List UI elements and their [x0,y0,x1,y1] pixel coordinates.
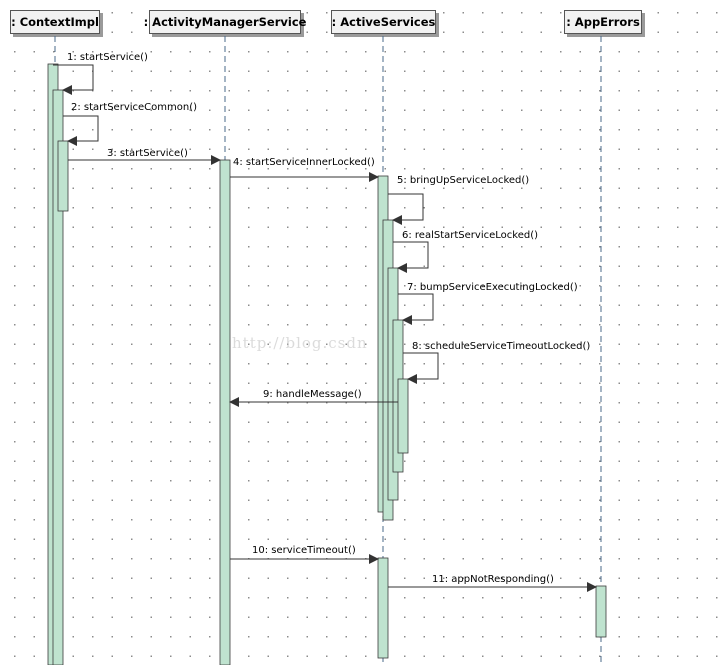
message-label-1: 1: startService() [67,52,148,63]
participant-activity-manager-service: : ActivityManagerService [144,10,306,34]
message-label-4: 4: startServiceInnerLocked() [233,157,375,168]
message-arrow-5 [388,193,424,225]
participant-app-errors: : AppErrors [564,10,642,34]
message-label-10: 10: serviceTimeout() [252,545,356,556]
participant-context-impl: : ContextImpl [10,10,100,34]
activation-ams-1 [219,159,231,665]
message-arrow-7 [398,293,434,325]
message-label-6: 6: realStartServiceLocked() [402,230,538,241]
activation-active-services-6 [377,557,389,659]
message-arrow-6 [393,241,429,273]
message-label-2: 2: startServiceCommon() [71,102,197,113]
message-arrow-8 [403,352,439,384]
message-arrow-2 [63,115,99,146]
message-label-11: 11: appNotResponding() [432,574,554,585]
watermark-text: http://blog.csdn [232,334,368,352]
message-label-7: 7: bumpServiceExecutingLocked() [407,282,578,293]
activation-context-impl-3 [57,140,69,212]
activation-app-errors-1 [595,585,607,638]
message-label-3: 3: startService() [107,148,188,159]
message-label-5: 5: bringUpServiceLocked() [397,175,529,186]
message-label-8: 8: scheduleServiceTimeoutLocked() [412,341,590,352]
message-arrow-1 [53,64,94,95]
message-label-9: 9: handleMessage() [263,389,362,400]
activation-active-services-5 [397,378,409,454]
activation-context-impl-2 [52,89,64,665]
participant-active-services: : ActiveServices [331,10,436,34]
